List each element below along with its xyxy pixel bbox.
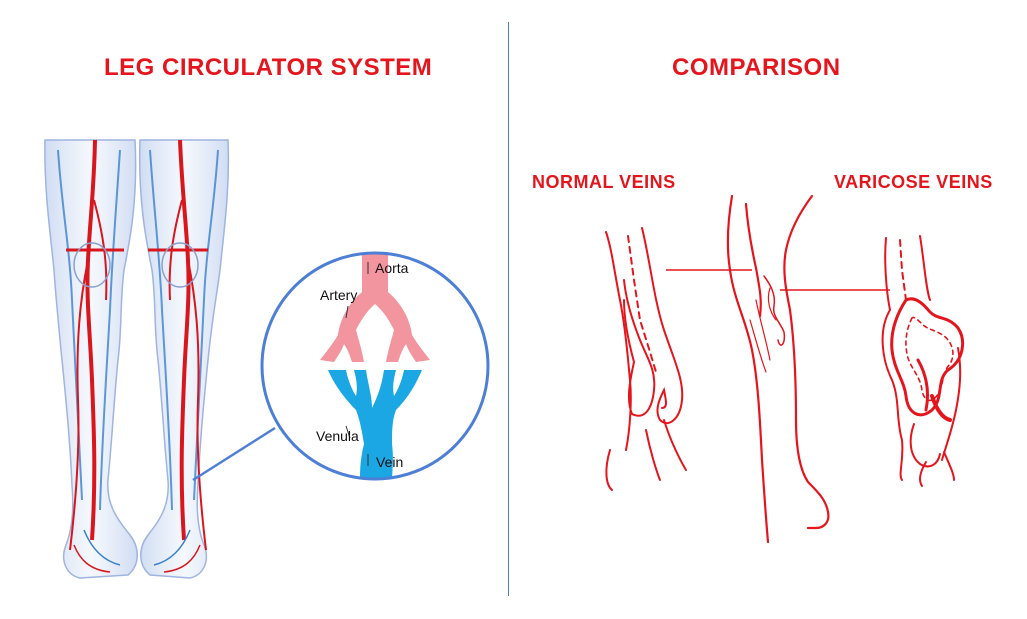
left-leg xyxy=(44,139,138,579)
zoom-circle xyxy=(260,251,490,481)
vein-branch xyxy=(328,370,422,479)
right-leg xyxy=(138,139,230,579)
leg-outline-illustration xyxy=(726,194,830,544)
zoom-pointer-line xyxy=(192,426,276,482)
normal-vein-illustration xyxy=(605,227,687,491)
left-panel-title: LEG CIRCULATOR SYSTEM xyxy=(104,54,433,81)
legs-anatomy-illustration xyxy=(44,139,276,579)
normal-veins-label: NORMAL VEINS xyxy=(532,172,676,192)
comparison-connector-lines xyxy=(666,269,890,291)
right-panel-title: COMPARISON xyxy=(672,54,841,81)
vessel-zoom-detail: Aorta Artery Venula Vein xyxy=(260,251,490,481)
aorta-label: Aorta xyxy=(375,260,409,276)
venula-label: Venula xyxy=(316,428,359,444)
panel-divider xyxy=(508,22,509,596)
varicose-vein-illustration xyxy=(881,235,965,487)
vein-label: Vein xyxy=(376,454,403,470)
artery-branch xyxy=(320,253,430,362)
varicose-veins-label: VARICOSE VEINS xyxy=(834,172,993,192)
artery-label: Artery xyxy=(320,287,357,303)
